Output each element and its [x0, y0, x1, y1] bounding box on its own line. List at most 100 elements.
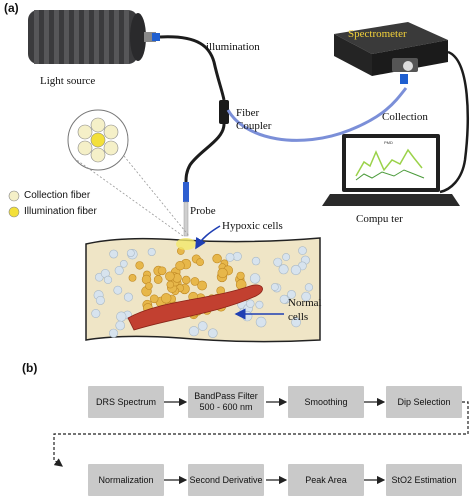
step-subtext: 500 - 600 nm [199, 402, 253, 412]
step-text: StO2 Estimation [391, 474, 457, 485]
step-normalization: Normalization [88, 464, 164, 496]
hypoxic-cell [217, 267, 228, 279]
normal-cell [287, 289, 296, 299]
normal-cell [109, 249, 119, 259]
normal-cell [278, 264, 289, 275]
hypoxic-cell [190, 277, 200, 286]
illumination-fiber [159, 35, 226, 101]
hypoxic-cell [212, 253, 222, 264]
normal-cell [123, 292, 133, 302]
flowchart-arrows [53, 397, 469, 485]
spectrometer-device [334, 22, 448, 84]
step-sto2-estimation: StO2 Estimation [386, 464, 462, 496]
light-source-device [28, 10, 160, 64]
step-dip-selection: Dip Selection [386, 386, 462, 418]
tissue-block [85, 237, 321, 343]
normal-cell [304, 283, 314, 292]
normal-cell [116, 311, 127, 322]
fiber-bundle-zoom [67, 109, 190, 237]
normal-cell [114, 265, 124, 275]
normal-cell [103, 275, 113, 285]
computer-device [322, 134, 460, 206]
light-source-label: Light source [40, 75, 96, 87]
normal-cell [251, 256, 261, 266]
hypoxic-cell [128, 273, 137, 282]
normal-label: Normal [288, 297, 322, 309]
normal-cell [246, 299, 255, 308]
normal-cell [255, 300, 264, 309]
illumination-fiber-legend-label: Illumination fiber [24, 206, 97, 217]
step-text: Smoothing [304, 396, 348, 407]
normal-cell [255, 316, 267, 328]
step-bandpass-filter: BandPass Filter 500 - 600 nm [188, 386, 264, 418]
illumination-fiber-legend-dot [8, 206, 20, 218]
spectrometer-label: Spectrometer [348, 28, 407, 40]
hypoxic-cell [135, 261, 144, 270]
normal-cell [126, 249, 135, 257]
step-drs-spectrum: DRS Spectrum [88, 386, 164, 418]
hypoxic-cell [196, 258, 204, 266]
computer-label: Compu ter [356, 213, 403, 225]
normal-cell [225, 252, 235, 262]
step-text: Normalization [98, 474, 154, 485]
panel-a-label: (a) [4, 1, 19, 15]
hypoxic-cells-arrow [195, 225, 221, 250]
probe-fiber [184, 123, 226, 183]
panel-b-label: (b) [22, 361, 38, 375]
hypoxic-cell [182, 275, 191, 285]
collection-fiber-legend-label: Collection fiber [24, 190, 91, 201]
step-text: Peak Area [305, 474, 347, 485]
screen-title: PMD [384, 140, 393, 145]
normal-cell [197, 321, 208, 331]
step-text: DRS Spectrum [95, 396, 157, 407]
normal-cell [291, 317, 301, 328]
collection-label: Collection [382, 111, 428, 123]
cells-label: cells [288, 311, 309, 323]
hypoxic-cell [149, 294, 159, 304]
normal-cell [120, 259, 128, 268]
step-text: Second Derivative [189, 474, 263, 485]
step-text: Dip Selection [397, 396, 451, 407]
normal-cell [298, 246, 307, 255]
probe-label: Probe [190, 205, 216, 217]
normal-cell [273, 257, 283, 267]
normal-cell [270, 283, 279, 291]
normal-cell [290, 264, 302, 276]
hypoxic-cell [161, 293, 172, 304]
normal-cell [113, 285, 123, 295]
probe-device [183, 182, 189, 237]
data-cable [439, 50, 469, 194]
step-peak-area: Peak Area [288, 464, 364, 496]
fiber-label: Fiber [236, 107, 260, 119]
hypoxic-cell [197, 280, 207, 291]
normal-cell [232, 251, 242, 261]
normal-cell [301, 291, 311, 302]
normal-cell [249, 273, 261, 284]
normal-cell [109, 328, 119, 338]
collection-fiber-legend-dot [8, 190, 20, 202]
normal-cell [279, 294, 289, 304]
normal-cell [282, 253, 290, 261]
fiber-coupler-device [219, 100, 229, 124]
normal-cell [95, 295, 105, 305]
hypoxic-cells-label: Hypoxic cells [222, 220, 283, 232]
hypoxic-cell [165, 271, 175, 282]
hypoxic-cell [145, 282, 153, 290]
hypoxic-cell [157, 266, 167, 276]
normal-cell [242, 310, 253, 322]
hypoxic-cell [175, 261, 185, 271]
normal-cell [147, 248, 156, 257]
step-second-derivative: Second Derivative [188, 464, 264, 496]
hypoxic-cell [166, 280, 175, 289]
hypoxic-cell [236, 271, 245, 280]
normal-cell [91, 308, 101, 318]
normal-cell [115, 320, 125, 331]
collection-fiber [226, 87, 408, 142]
hypoxic-cell [153, 275, 163, 284]
illumination-label: illumination [206, 41, 260, 53]
step-smoothing: Smoothing [288, 386, 364, 418]
step-text: BandPass Filter [194, 391, 258, 401]
normal-cell [188, 326, 199, 337]
